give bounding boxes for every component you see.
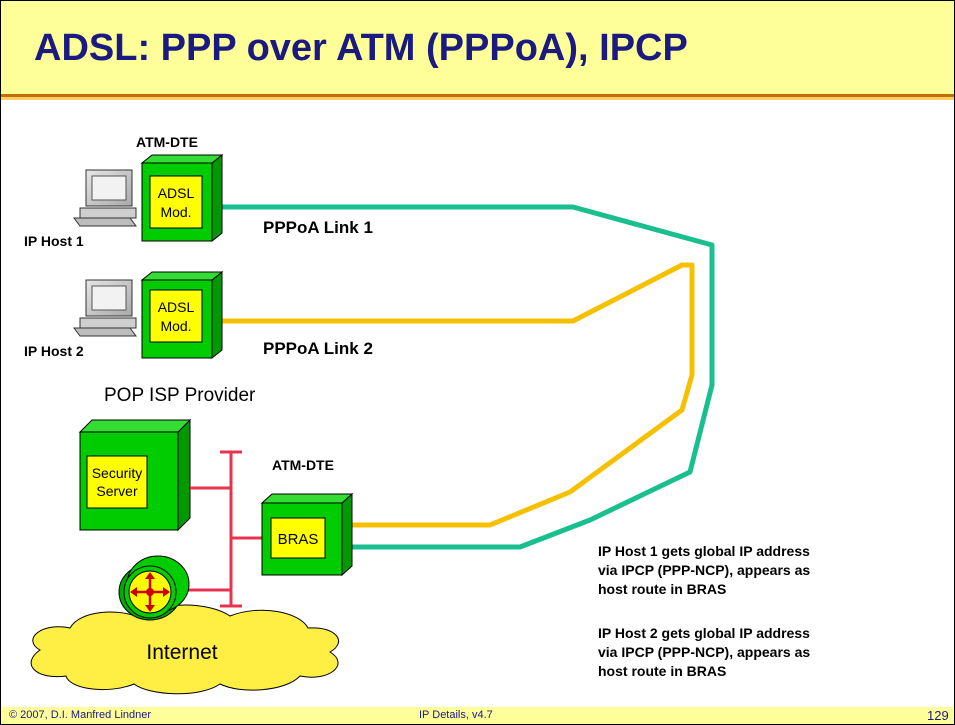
lan-bus — [180, 450, 262, 608]
note-host2-line: via IPCP (PPP-NCP), appears as — [598, 644, 811, 660]
note-host1-line: IP Host 1 gets global IP address — [598, 543, 810, 559]
title-bar: ADSL: PPP over ATM (PPPoA), IPCP — [1, 1, 954, 95]
footer-bar: © 2007, D.I. Manfred Lindner IP Details,… — [1, 707, 954, 724]
title-divider — [1, 94, 954, 97]
note-host1-line: via IPCP (PPP-NCP), appears as — [598, 562, 811, 578]
security-server-text-line2: Server — [96, 483, 138, 499]
bras-box — [260, 492, 354, 577]
atm-dte-label-bottom: ATM-DTE — [272, 457, 334, 473]
computer-icon — [73, 279, 137, 337]
security-server-text-line1: Security — [92, 465, 143, 481]
bras-text: BRAS — [278, 531, 319, 548]
security-server — [78, 418, 192, 532]
adsl-modem-1 — [140, 153, 224, 243]
note-host2: IP Host 2 gets global IP address via IPC… — [598, 624, 810, 681]
slide-title: ADSL: PPP over ATM (PPPoA), IPCP — [34, 27, 688, 69]
atm-dte-label-top: ATM-DTE — [136, 134, 198, 150]
pppoa-link-2-line — [220, 262, 695, 528]
modem2-text-line1: ADSL — [158, 299, 195, 315]
footer-page-number: 129 — [927, 708, 949, 723]
adsl-modem-2 — [140, 270, 224, 360]
pppoa-link-1-line — [220, 204, 715, 550]
modem2-text-line2: Mod. — [160, 318, 191, 334]
pppoa-link-1-label: PPPoA Link 1 — [263, 218, 373, 237]
note-host1-line: host route in BRAS — [598, 581, 727, 597]
title-divider-accent — [1, 97, 954, 100]
pppoa-link-2-label: PPPoA Link 2 — [263, 339, 373, 358]
modem1-text-line1: ADSL — [158, 185, 195, 201]
note-host2-line: host route in BRAS — [598, 663, 727, 679]
pop-isp-provider-label: POP ISP Provider — [104, 385, 256, 406]
internet-cloud — [30, 604, 340, 695]
host2-label: IP Host 2 — [24, 343, 84, 359]
note-host2-line: IP Host 2 gets global IP address — [598, 625, 810, 641]
footer-course: IP Details, v4.7 — [419, 709, 493, 721]
note-host1: IP Host 1 gets global IP address via IPC… — [598, 542, 810, 599]
router-icon — [118, 555, 190, 621]
host1-label: IP Host 1 — [24, 233, 84, 249]
modem1-text-line2: Mod. — [160, 204, 191, 220]
computer-icon — [73, 169, 137, 227]
footer-copyright: © 2007, D.I. Manfred Lindner — [9, 709, 152, 721]
internet-text: Internet — [146, 641, 217, 664]
